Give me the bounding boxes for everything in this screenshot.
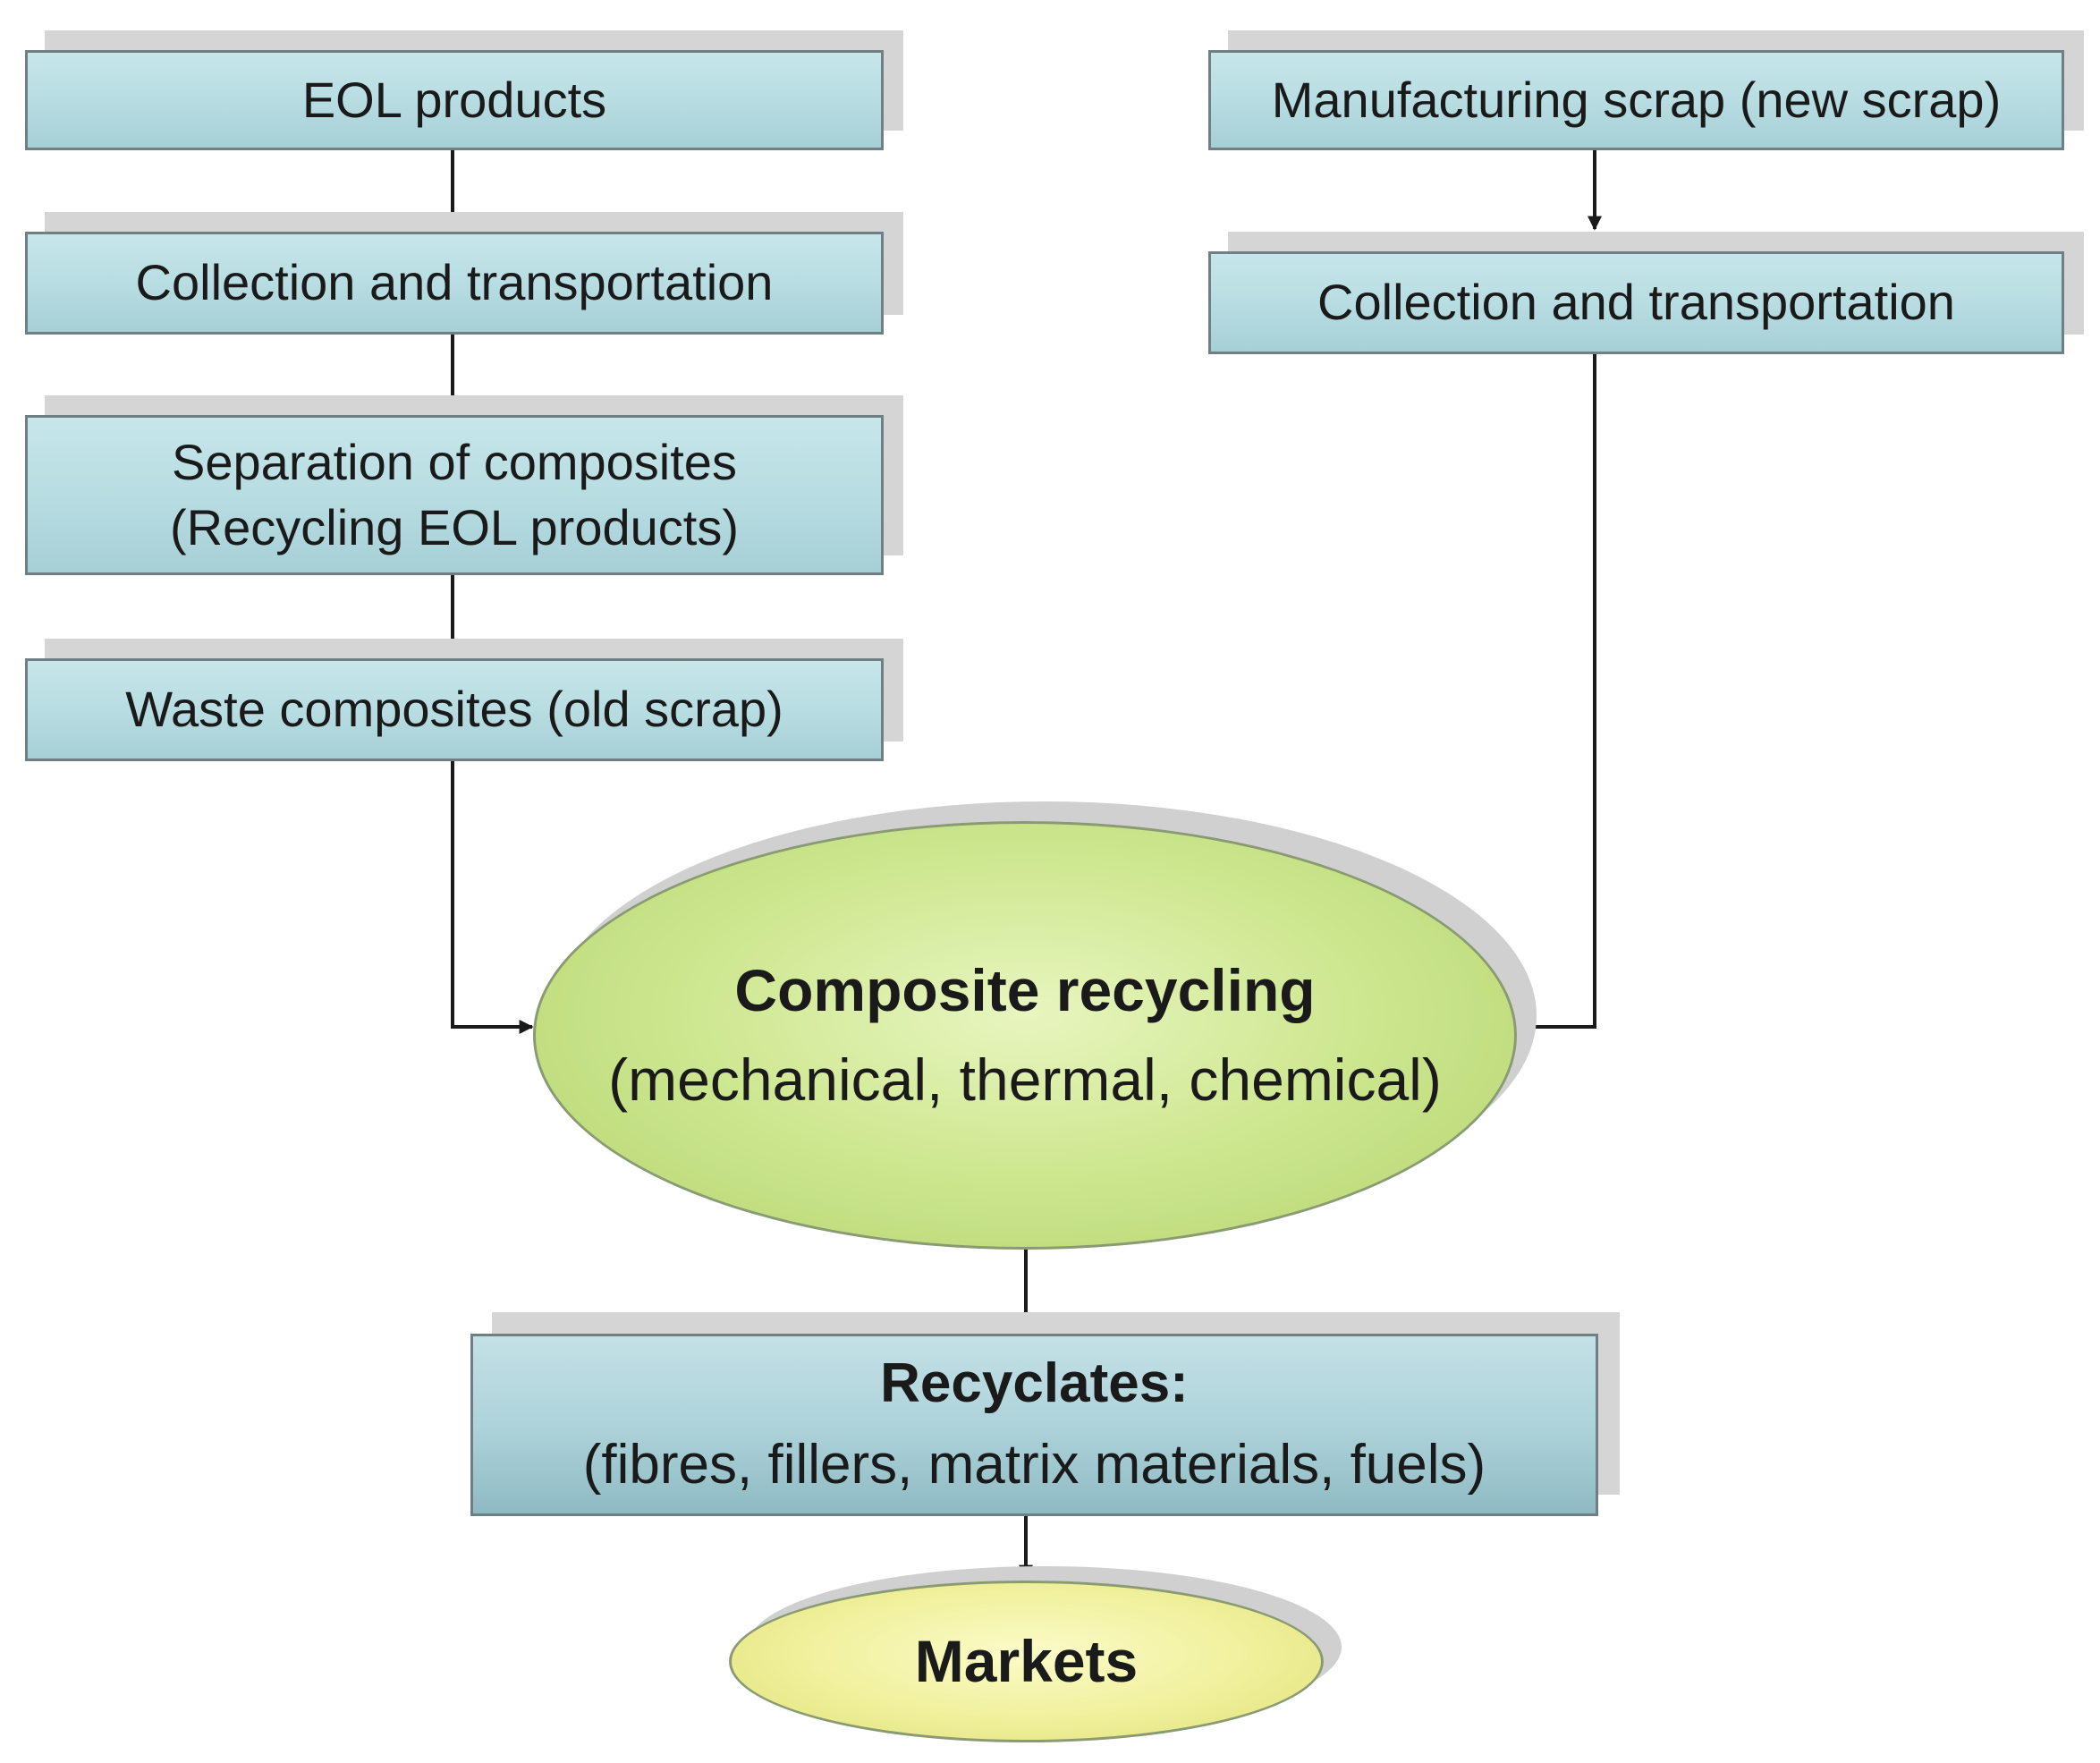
markets-label: Markets	[914, 1627, 1139, 1694]
recyclates-box: Recyclates: (fibres, fillers, matrix mat…	[470, 1334, 1598, 1516]
collection-transportation-right-label: Collection and transportation	[1317, 274, 1955, 331]
eol-products-label: EOL products	[301, 71, 607, 128]
waste-composites-label: Waste composites (old scrap)	[125, 681, 783, 738]
markets-ellipse: Markets	[729, 1581, 1324, 1742]
collection-transportation-left-box: Collection and transportation	[25, 232, 884, 335]
separation-label-line1: Separation of composites	[172, 433, 737, 490]
manufacturing-scrap-box: Manufacturing scrap (new scrap)	[1208, 50, 2064, 150]
waste-composites-box: Waste composites (old scrap)	[25, 658, 884, 761]
separation-label-line2: (Recycling EOL products)	[170, 498, 739, 555]
composite-recycling-title: Composite recycling	[734, 956, 1316, 1023]
separation-of-composites-box: Separation of composites (Recycling EOL …	[25, 415, 884, 575]
eol-products-box: EOL products	[25, 50, 884, 150]
manufacturing-scrap-label: Manufacturing scrap (new scrap)	[1271, 71, 2002, 128]
arrow-collection-right-to-recycling	[1516, 354, 1596, 1034]
recyclates-title: Recyclates:	[880, 1352, 1189, 1415]
collection-transportation-right-box: Collection and transportation	[1208, 251, 2064, 354]
composite-recycling-subtitle: (mechanical, thermal, chemical)	[608, 1046, 1442, 1113]
recyclates-subtitle: (fibres, fillers, matrix materials, fuel…	[582, 1434, 1486, 1496]
collection-transportation-left-label: Collection and transportation	[135, 254, 774, 311]
arrow-waste-to-recycling	[451, 761, 534, 1034]
composite-recycling-ellipse: Composite recycling (mechanical, thermal…	[533, 821, 1517, 1250]
